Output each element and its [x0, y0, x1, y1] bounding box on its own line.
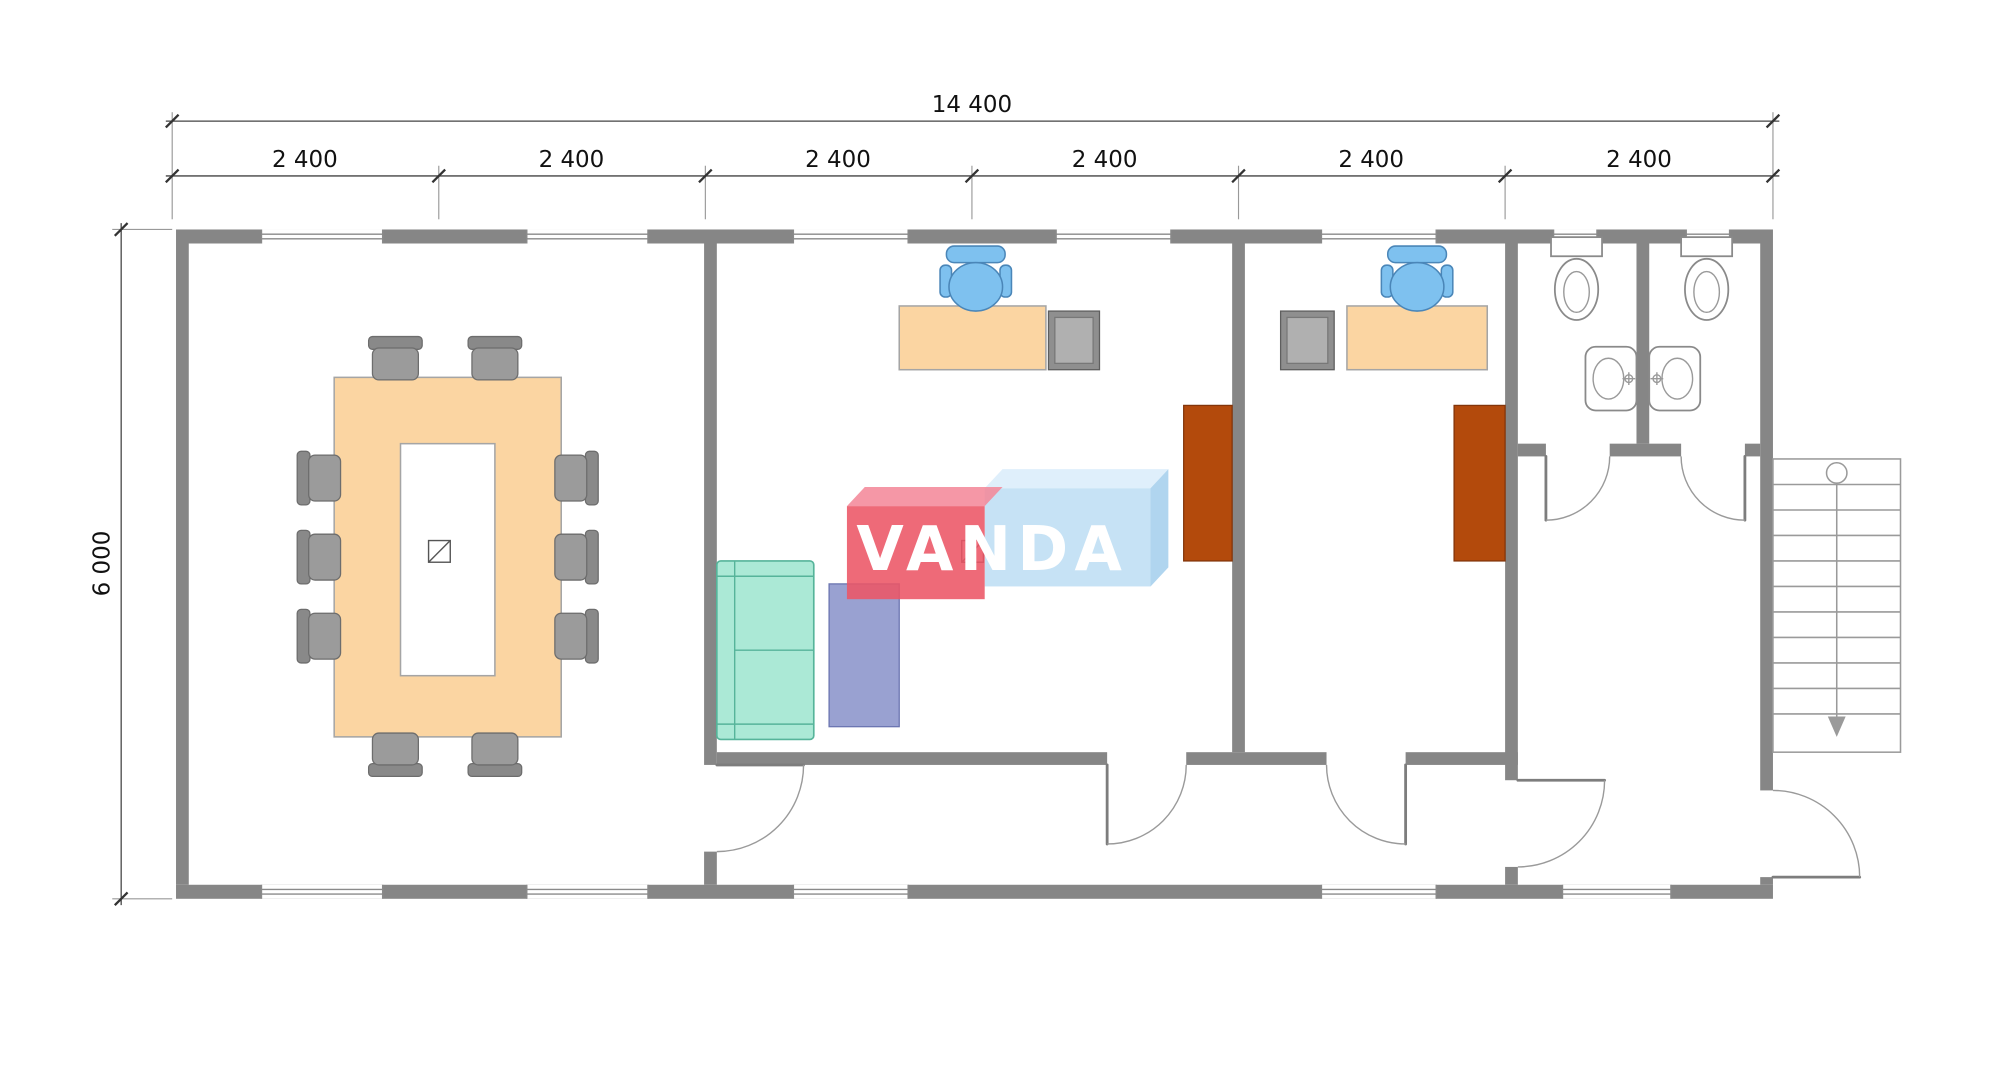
- wall-left: [176, 243, 189, 885]
- door-entrance: [1758, 789, 1862, 879]
- office-2: [1279, 245, 1506, 562]
- door-office-1: [1105, 750, 1187, 846]
- office-chair-2: [1380, 245, 1454, 312]
- conference-chair: [467, 335, 523, 381]
- conference-chair: [554, 450, 599, 506]
- window: [1055, 229, 1172, 244]
- door-vestibule: [1503, 778, 1606, 868]
- office-desk-2: [1346, 305, 1489, 371]
- cabinet-1: [1183, 404, 1233, 562]
- rug: [828, 583, 900, 728]
- conference-chair: [554, 529, 599, 585]
- wall-bottom: [176, 884, 1773, 899]
- stair-arrow-icon: [1827, 716, 1846, 737]
- office-chair-1: [939, 245, 1013, 312]
- logo-pink-box: [846, 506, 985, 600]
- dimension-segments: 2 400 2 400 2 400 2 400 2 400 2 400: [165, 147, 1781, 184]
- vanda-logo-text: VANDA: [856, 514, 1128, 585]
- office-1: [716, 245, 1233, 741]
- window: [260, 884, 384, 899]
- pedestal-1: [1047, 310, 1101, 371]
- conference-chair: [296, 450, 342, 506]
- dimension-total-width: 14 400: [165, 92, 1781, 129]
- window: [1320, 884, 1437, 899]
- sofa: [716, 560, 815, 741]
- sink-2: [1648, 345, 1702, 412]
- logo-pink-box-top: [846, 487, 1003, 507]
- wall-wc-center: [1636, 243, 1650, 444]
- dimension-total-height: 6 000: [90, 222, 129, 906]
- door-wc-2: [1680, 442, 1747, 522]
- window: [526, 884, 649, 899]
- door-conference: [702, 763, 805, 853]
- conference-chair: [367, 732, 423, 778]
- wall-top: [176, 229, 1773, 244]
- stairs: [1772, 458, 1902, 753]
- conference-chair: [296, 529, 342, 585]
- dimension-annotations: 14 400 2 400 2 400 2 400 2 400 2 400 2 4…: [90, 92, 1781, 906]
- wc-area: [1550, 236, 1734, 412]
- conference-chair: [367, 335, 423, 381]
- door-wc-1: [1544, 442, 1611, 522]
- dim-total-width-label: 14 400: [932, 92, 1012, 118]
- window: [792, 229, 909, 244]
- dim-segment-label-6: 2 400: [1606, 147, 1672, 173]
- window: [1320, 229, 1437, 244]
- stair-start-marker: [1825, 462, 1848, 484]
- conference-chair: [296, 608, 342, 664]
- logo-blue-box-side: [1150, 469, 1169, 587]
- windows: [260, 229, 1731, 899]
- wall-right: [1760, 243, 1773, 885]
- conference-room: [296, 335, 599, 778]
- wall-office-divider: [1232, 243, 1245, 753]
- logo-blue-box: [984, 488, 1151, 587]
- wall-wc-block: [1505, 243, 1518, 885]
- dim-segment-label-1: 2 400: [272, 147, 338, 173]
- logo-blue-box-top: [984, 469, 1169, 489]
- wall-conference-divider: [704, 243, 717, 885]
- dim-total-height-label: 6 000: [90, 531, 116, 597]
- office-desk-1: [898, 305, 1047, 371]
- window: [526, 229, 649, 244]
- window: [1561, 884, 1672, 899]
- dim-segment-label-5: 2 400: [1338, 147, 1404, 173]
- dim-segment-label-2: 2 400: [539, 147, 605, 173]
- window: [792, 884, 909, 899]
- vanda-watermark: VANDA: [846, 469, 1169, 600]
- toilet-1: [1550, 236, 1603, 321]
- dim-segment-label-3: 2 400: [805, 147, 871, 173]
- toilet-2: [1680, 236, 1734, 321]
- window: [260, 229, 384, 244]
- pedestal-2: [1279, 310, 1335, 371]
- doors: [702, 442, 1862, 879]
- sink-1: [1584, 345, 1638, 412]
- door-office-2: [1325, 750, 1408, 846]
- floor-symbol: [427, 539, 451, 563]
- conference-chair: [467, 732, 523, 778]
- dim-segment-label-4: 2 400: [1072, 147, 1138, 173]
- cabinet-2: [1453, 404, 1506, 562]
- conference-chair: [554, 608, 599, 664]
